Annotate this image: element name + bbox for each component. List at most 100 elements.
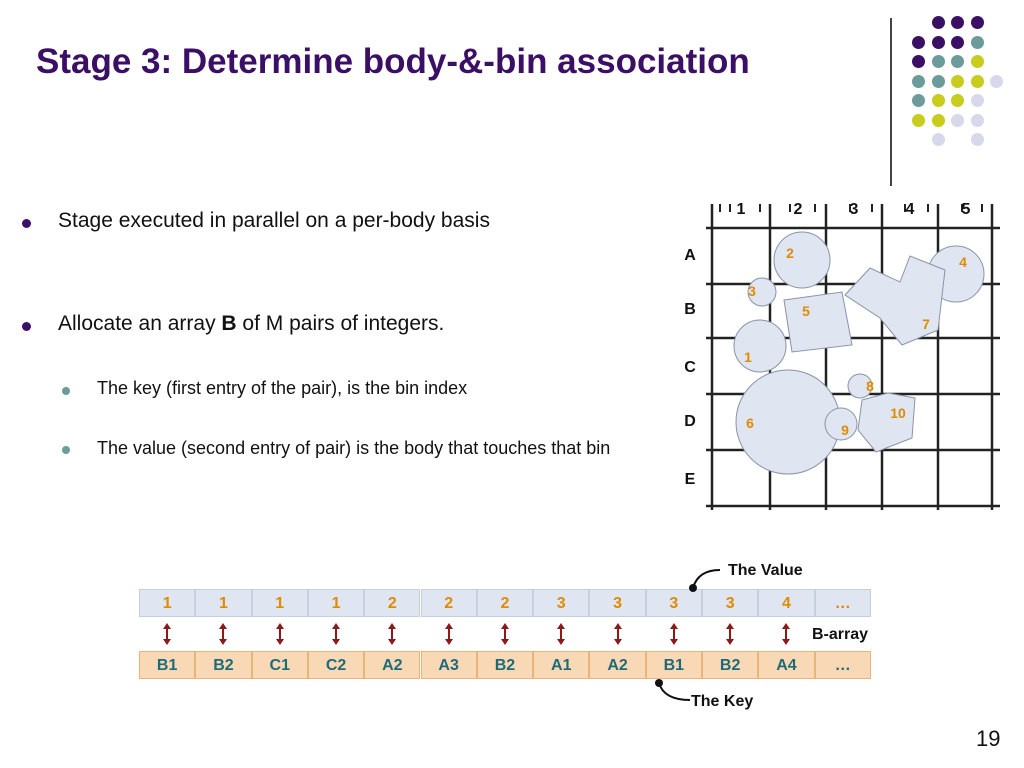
double-arrow-icon	[163, 623, 172, 645]
row-label: C	[684, 359, 696, 376]
bullet-2-bold: B	[221, 312, 237, 335]
value-cell: 3	[533, 589, 590, 617]
double-arrow-icon	[557, 623, 566, 645]
body-label: 8	[866, 378, 874, 394]
value-cell: 1	[139, 589, 196, 617]
decorative-dot	[912, 74, 925, 88]
col-label: 1	[737, 201, 746, 218]
key-cell: B1	[139, 651, 196, 679]
decorative-dot	[951, 94, 964, 107]
double-arrow-icon	[669, 623, 678, 645]
body-7	[844, 255, 946, 346]
value-cell: 1	[307, 589, 365, 617]
body-label: 4	[959, 254, 967, 270]
decorative-dot	[931, 133, 945, 146]
key-cell: A3	[420, 651, 477, 679]
body-label: 3	[748, 283, 756, 299]
bodies	[733, 231, 985, 475]
body-2	[773, 231, 831, 289]
key-cell: A2	[364, 651, 421, 679]
slide-title: Stage 3: Determine body-&-bin associatio…	[36, 42, 750, 81]
body-3	[747, 277, 777, 307]
body-5	[783, 291, 853, 353]
value-cell: 3	[645, 589, 702, 617]
body-label: 9	[841, 422, 849, 438]
double-arrow-icon	[275, 623, 284, 645]
key-cell: A1	[533, 651, 590, 679]
value-cell: 3	[589, 589, 646, 617]
decorative-dot	[931, 94, 945, 107]
double-arrow-icon	[444, 623, 453, 645]
row-label: A	[684, 247, 696, 264]
decorative-dot	[931, 74, 945, 88]
col-label: 3	[850, 201, 859, 218]
sub-bullet-dot	[62, 387, 70, 395]
double-arrow-icon	[388, 623, 397, 645]
decorative-dot	[951, 74, 964, 88]
decorative-dot	[931, 35, 945, 49]
value-cell: 1	[195, 589, 252, 617]
decorative-dot	[912, 113, 925, 127]
key-cell: C1	[251, 651, 308, 679]
key-callout-label: The Key	[691, 693, 754, 710]
col-label: 4	[906, 201, 915, 218]
decorative-dot	[970, 35, 984, 49]
col-label: 5	[962, 201, 971, 218]
decorative-dot	[951, 35, 964, 49]
row-label: B	[684, 301, 696, 318]
body-10	[857, 392, 916, 453]
key-cell: C2	[307, 651, 365, 679]
decorative-dot	[970, 16, 984, 29]
decorative-dot	[931, 55, 945, 68]
key-cell: A4	[758, 651, 815, 679]
page-number: 19	[976, 726, 1001, 751]
decorative-dot	[970, 133, 984, 146]
bullet-dot	[22, 219, 31, 228]
key-cell: B2	[476, 651, 534, 679]
bullet-dot	[22, 322, 31, 331]
decorative-dot	[951, 55, 964, 68]
decorative-dot	[951, 113, 964, 127]
key-cell: A2	[589, 651, 646, 679]
row-labels: A B C D E	[684, 247, 696, 488]
callout-lines	[655, 569, 721, 701]
value-cell: 4	[758, 589, 815, 617]
value-cell: 1	[251, 589, 308, 617]
decorative-dot	[970, 113, 984, 127]
decorative-dot	[970, 55, 984, 68]
row-label: D	[684, 413, 696, 430]
value-cell: …	[814, 589, 871, 617]
double-arrow-icon	[332, 623, 341, 645]
body-1	[733, 319, 787, 373]
bullet-2-post: of M pairs of integers.	[236, 312, 445, 335]
sub-bullet-dot	[62, 446, 70, 454]
sub-bullet-2: The value (second entry of pair) is the …	[97, 438, 611, 458]
decorative-dot	[970, 94, 984, 107]
decorative-dot	[912, 55, 925, 68]
value-cell: 3	[702, 589, 759, 617]
decorative-dot	[931, 16, 945, 29]
body-label: 5	[802, 303, 810, 319]
value-cell: 2	[364, 589, 421, 617]
value-cell: 2	[420, 589, 477, 617]
decorative-dot	[951, 16, 964, 29]
double-arrow-icon	[613, 623, 622, 645]
body-8	[847, 373, 873, 399]
key-cell: B2	[702, 651, 759, 679]
key-cell: …	[814, 651, 871, 679]
body-label: 1	[744, 349, 752, 365]
body-label: 6	[746, 415, 754, 431]
key-cell: B2	[195, 651, 252, 679]
body-9	[824, 407, 858, 441]
column-labels: 1 2 3 4 5	[737, 201, 971, 218]
b-array-label: B-array	[812, 626, 869, 643]
bin-grid-figure: 1 2 3 4 5 A B C D E 2 4 3 5 7 1 8 10 6 9	[684, 201, 1000, 510]
decorative-dot	[912, 35, 925, 49]
double-arrow-icon	[726, 623, 735, 645]
decorative-divider	[890, 18, 892, 186]
body-labels: 2 4 3 5 7 1 8 10 6 9	[744, 245, 967, 438]
row-label: E	[685, 471, 696, 488]
grid-ticks	[719, 204, 983, 212]
bullet-1: Stage executed in parallel on a per-body…	[58, 209, 490, 232]
double-arrow-icon	[219, 623, 228, 645]
